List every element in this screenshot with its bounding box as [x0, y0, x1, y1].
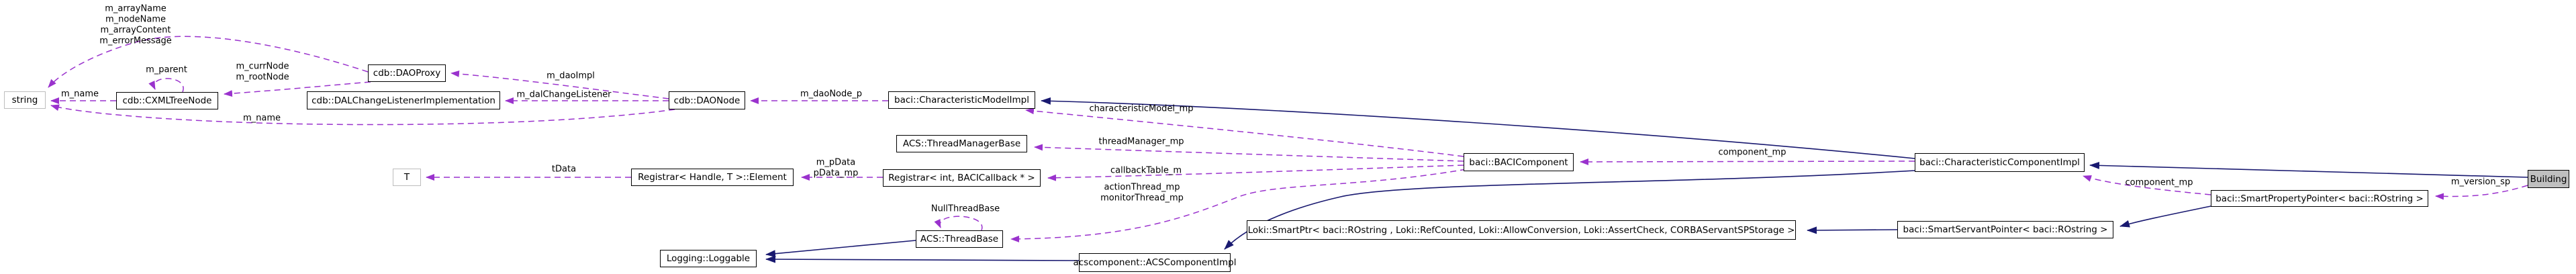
edge-label-characteristicModel_mp: characteristicModel_mp: [1089, 103, 1194, 114]
edge-label-m_pData-1: pData_mp: [813, 168, 859, 179]
edge-label-actionThread_mp-1: monitorThread_mp: [1100, 193, 1184, 203]
edge-characteristicModel_mp: [1025, 107, 1464, 157]
edge-label-actionThread_mp-0: actionThread_mp: [1104, 182, 1180, 193]
edge-NullThreadBase: [934, 216, 983, 231]
edge-component_mp-cci: [1580, 158, 1915, 165]
edge-m_version_sp: [2435, 185, 2528, 200]
edge-label-threadManager_mp: threadManager_mp: [1098, 136, 1184, 147]
node-registrar[interactable]: Registrar< int, BACICallback * >: [883, 169, 1041, 187]
node-t: T: [393, 169, 421, 186]
edge-component_mp-spp: [2083, 175, 2211, 195]
edge-label-component_mp-spp: component_mp: [2125, 177, 2193, 188]
edge-label-NullThreadBase: NullThreadBase: [931, 203, 1000, 214]
node-threadmanager[interactable]: ACS::ThreadManagerBase: [896, 135, 1027, 152]
node-lokismartptr[interactable]: Loki::SmartPtr< baci::ROstring , Loki::R…: [1247, 220, 1796, 240]
edge-label-m_daoImpl: m_daoImpl: [546, 71, 595, 81]
node-daonode[interactable]: cdb::DAONode: [669, 91, 745, 109]
edge-inh-threadbase-loggable: [765, 240, 916, 258]
node-acscomponentimpl[interactable]: acscomponent::ACSComponentImpl: [1073, 253, 1237, 272]
node-string: string: [4, 91, 46, 109]
edge-m_parent: [148, 78, 184, 93]
edge-actionThread_mp: [1010, 169, 1467, 242]
edge-label-m_dalChangeListener: m_dalChangeListener: [516, 89, 612, 100]
edge-label-callbackTable_m: callbackTable_m: [1110, 165, 1182, 176]
node-cxmltreenode[interactable]: cdb::CXMLTreeNode: [116, 92, 218, 109]
edge-label-m_name-daonode: m_name: [242, 113, 281, 124]
edge-label-m_parent: m_parent: [146, 64, 187, 75]
node-threadbase[interactable]: ACS::ThreadBase: [916, 230, 1003, 248]
node-loggable[interactable]: Logging::Loggable: [660, 250, 757, 267]
node-charcomponent[interactable]: baci::CharacteristicComponentImpl: [1915, 153, 2085, 172]
node-element[interactable]: Registrar< Handle, T >::Element: [631, 169, 794, 186]
edge-m_name-daonode: [50, 104, 675, 126]
edge-inh-smartprop-smartservant: [2119, 205, 2211, 228]
edge-inh-acscomp-loggable: [765, 255, 1080, 263]
edge-inh-charcomp-charmodel: [1041, 97, 1915, 159]
edge-label-m_pData-0: m_pData: [816, 157, 856, 168]
edge-m_currNode: [224, 81, 371, 97]
node-smartservant[interactable]: baci::SmartServantPointer< baci::ROstrin…: [1897, 221, 2113, 238]
edge-label-dao-strings-2: m_arrayContent: [100, 25, 171, 36]
node-dalchangelistener[interactable]: cdb::DALChangeListenerImplementation: [307, 91, 500, 109]
edge-callbackTable_m: [1047, 165, 1464, 181]
edge-label-tData: tData: [551, 164, 577, 175]
edge-dao-strings: [48, 36, 369, 88]
edge-label-component_mp-cci: component_mp: [1718, 147, 1786, 158]
node-smartproperty[interactable]: baci::SmartPropertyPointer< baci::ROstri…: [2211, 190, 2428, 207]
node-building: Building: [2528, 170, 2569, 188]
edge-label-dao-strings-3: m_errorMessage: [99, 36, 172, 46]
node-daoproxy[interactable]: cdb::DAOProxy: [368, 64, 446, 82]
edge-label-m_version_sp: m_version_sp: [2450, 177, 2511, 187]
node-bacicomponent[interactable]: baci::BACIComponent: [1464, 153, 1574, 171]
edge-label-dao-strings-1: m_nodeName: [105, 14, 166, 25]
edge-threadManager_mp: [1034, 144, 1464, 162]
edge-label-m_name-cxml: m_name: [60, 89, 99, 99]
node-charmodel[interactable]: baci::CharacteristicModelImpl: [888, 91, 1035, 109]
edge-inh-building-charcomp: [2089, 161, 2528, 178]
edge-label-dao-strings-0: m_arrayName: [105, 3, 166, 14]
edge-label-m_daoNode_p: m_daoNode_p: [800, 89, 863, 99]
edge-label-m_currNode-1: m_rootNode: [236, 72, 289, 83]
edge-label-m_currNode-0: m_currNode: [236, 61, 289, 72]
edge-m_daoImpl: [450, 70, 669, 99]
